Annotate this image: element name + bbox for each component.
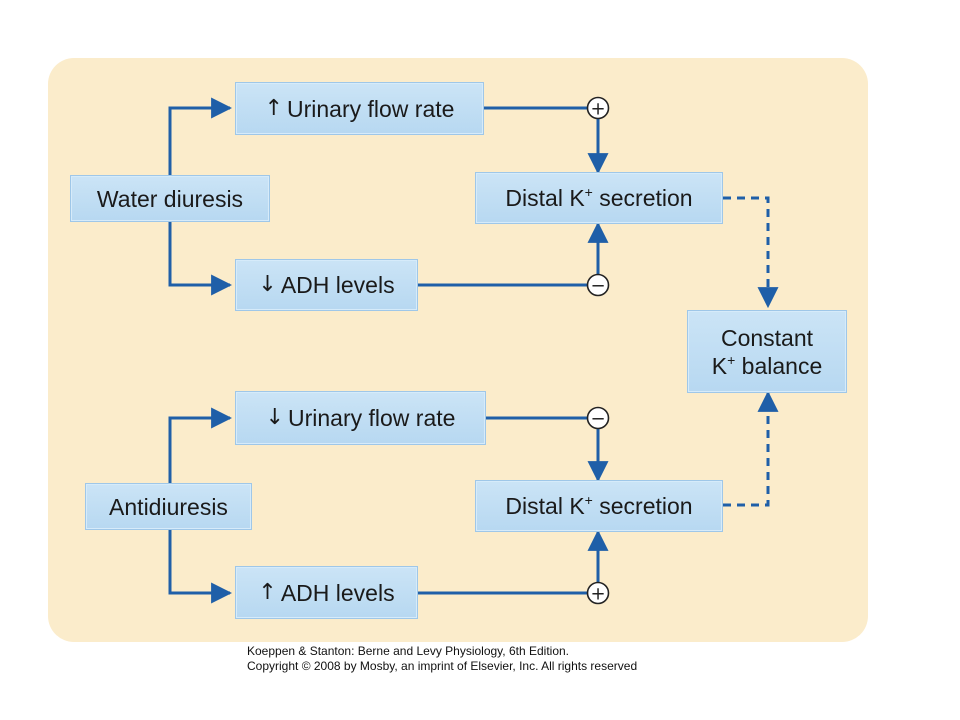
adh-levels-label: ADH levels [280,579,395,606]
effect-symbol-top-lower: − [586,273,610,297]
distal-k-secretion-label: Distal K+ secretion [505,492,693,519]
distal-k-secretion-box-bottom: Distal K+ secretion [475,480,723,532]
urinary-flow-label: Urinary flow rate [288,405,456,431]
down-arrow-icon: ↓ [258,272,277,297]
arrow-water-diuresis-to-urinary-flow [168,97,233,175]
k-balance-label: K+ balance [711,351,823,379]
dashed-arrow-bottom-to-balance [723,390,779,507]
svg-text:−: − [590,409,605,430]
effect-symbol-bottom-lower: + [586,581,610,605]
distal-k-secretion-box-top: Distal K+ secretion [475,172,723,224]
dashed-arrow-top-to-balance [723,196,779,309]
svg-text:+: + [590,99,605,120]
adh-levels-label: ADH levels [280,272,395,298]
down-arrow-icon: ↓ [265,405,284,430]
constant-label: Constant [720,324,814,351]
urinary-flow-label: Urinary flow rate [287,95,455,122]
distal-k-secretion-label: Distal K+ secretion [505,184,693,211]
antidiuresis-box: Antidiuresis [85,483,252,530]
up-arrow-icon: ↑ [258,579,277,605]
decreased-urinary-flow-box: ↓ Urinary flow rate [235,391,486,445]
svg-text:−: − [590,276,605,297]
up-arrow-icon: ↑ [264,95,283,121]
credit-line-1: Koeppen & Stanton: Berne and Levy Physio… [247,644,569,658]
arrow-water-diuresis-to-adh [168,222,233,296]
increased-adh-box: ↑ ADH levels [235,566,418,619]
arrow-antidiuresis-to-adh [168,530,233,604]
effect-symbol-bottom-upper: − [586,406,610,430]
increased-urinary-flow-box: ↑ Urinary flow rate [235,82,484,135]
antidiuresis-label: Antidiuresis [109,493,228,520]
arrow-antidiuresis-to-urinary-flow [168,407,233,483]
credit-line-2: Copyright © 2008 by Mosby, an imprint of… [247,659,638,673]
water-diuresis-box: Water diuresis [70,175,270,222]
svg-text:+: + [590,584,605,605]
constant-k-balance-box: Constant K+ balance [687,310,847,393]
decreased-adh-box: ↓ ADH levels [235,259,418,311]
water-diuresis-label: Water diuresis [96,185,244,212]
effect-symbol-top-upper: + [586,96,610,120]
